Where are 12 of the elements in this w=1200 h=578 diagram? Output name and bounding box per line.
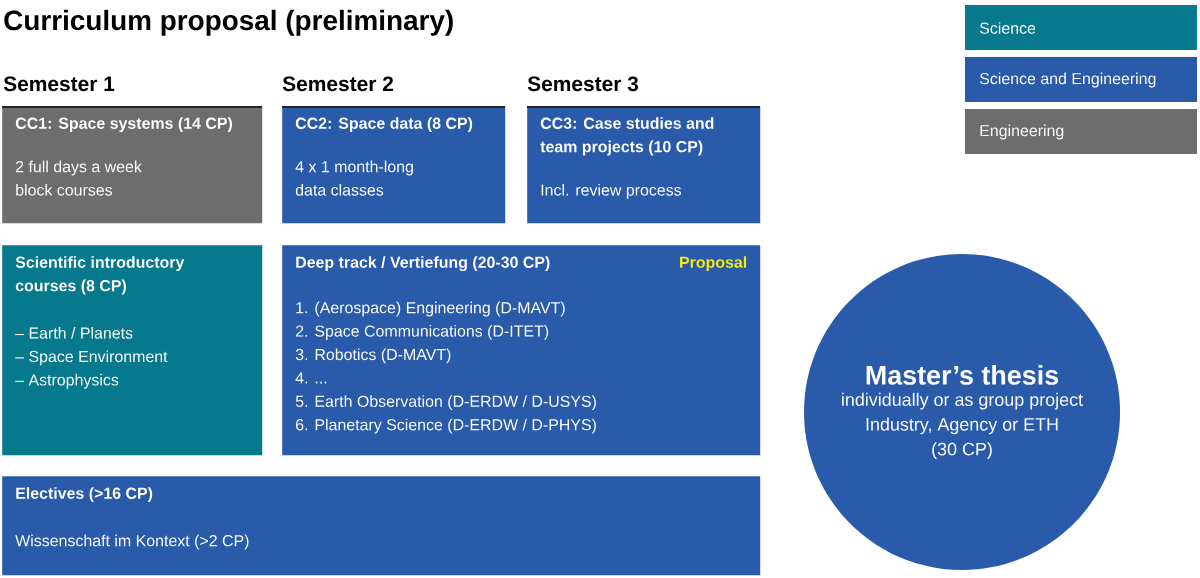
- course-box: CC2: Space data (8 CP) 4 x 1 month-long data classes: [281, 106, 506, 224]
- semester-heading: Semester 3: [527, 76, 639, 92]
- legend-item: Science: [965, 5, 1197, 50]
- course-box: CC1: Space systems (14 CP) 2 full days a week block courses: [1, 106, 263, 224]
- title: Curriculum proposal (preliminary): [4, 9, 453, 36]
- course-box: Deep track / Vertiefung (20-30 CP) Proposal 1. (Aerospace) Engineering (D-MAVT) 2. Space Communications (D-ITET) 3. Robotics (D-MAVT) 4. ... 5. Earth Observation (D-ERDW / D-USYS) 6. Planetary Science (D-ERDW / D-PHYS): [282, 245, 761, 456]
- course-box: CC3: Case studies and team projects (10 CP) Incl. review process: [526, 106, 761, 224]
- course-box: Electives (>16 CP) Wissenschaft im Kontext (>2 CP): [2, 476, 761, 576]
- legend-item: Engineering: [965, 109, 1197, 154]
- course-box: Scientific introductory courses (8 CP) – Earth / Planets – Space Environment – Astrophysics: [2, 245, 263, 456]
- legend-item: Science and Engineering: [965, 57, 1197, 102]
- semester-heading: Semester 2: [282, 76, 393, 92]
